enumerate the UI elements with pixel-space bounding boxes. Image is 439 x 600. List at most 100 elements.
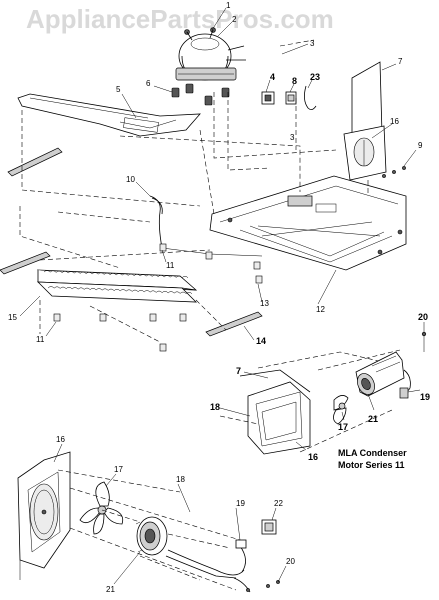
- coil-fin: [179, 291, 187, 294]
- coil-fin: [173, 291, 181, 294]
- callout-18b: 18: [176, 475, 185, 484]
- coil-fin: [47, 286, 55, 289]
- coil-fin: [59, 286, 67, 289]
- fan-shroud-mid[interactable]: [239, 369, 311, 455]
- bottom-leader-lines: [57, 469, 241, 591]
- coil-fin: [163, 275, 171, 278]
- motor-wire-bottom[interactable]: [165, 539, 247, 579]
- compressor-grommets[interactable]: [171, 83, 230, 106]
- callout-17b: 17: [114, 465, 123, 474]
- coil-fin: [143, 290, 151, 293]
- callout-22: 22: [274, 499, 283, 508]
- coil-fin: [65, 287, 73, 289]
- callout-2: 2: [232, 15, 237, 24]
- condenser-motor-bottom[interactable]: [135, 516, 168, 556]
- fan-shroud-bottom[interactable]: [17, 451, 71, 580]
- condenser-motor-mid[interactable]: [354, 351, 405, 397]
- mounting-clips[interactable]: [159, 243, 263, 284]
- screws-20-bottom[interactable]: [246, 580, 280, 592]
- condenser-fan-bracket-top[interactable]: [343, 61, 387, 181]
- coil-fin: [155, 290, 163, 293]
- callout-3a: 3: [310, 39, 315, 48]
- callout-11b: 11: [36, 335, 45, 344]
- coil-fin: [149, 290, 157, 293]
- overload-protector[interactable]: [285, 91, 297, 105]
- coil-fin: [71, 287, 79, 290]
- start-relay[interactable]: [261, 91, 275, 105]
- callout-10: 10: [126, 175, 135, 184]
- coil-fin: [185, 292, 193, 294]
- callout-13: 13: [260, 299, 269, 308]
- coil-fin: [79, 271, 87, 274]
- coil-fin: [119, 289, 127, 292]
- coil-fin: [95, 288, 103, 291]
- callout-16a: 16: [390, 117, 399, 126]
- callout-18a: 18: [210, 402, 220, 412]
- insulation-strips[interactable]: [0, 147, 263, 337]
- fan-blade-bottom[interactable]: [79, 481, 124, 535]
- callout-20a: 20: [418, 312, 428, 322]
- coil-fin: [109, 273, 117, 275]
- coil-fin: [131, 289, 139, 292]
- callout-7a: 7: [398, 57, 403, 66]
- coil-fin: [181, 276, 189, 278]
- coil-fin: [83, 287, 91, 290]
- coil-fin: [101, 288, 109, 291]
- screws-9[interactable]: [382, 166, 406, 178]
- coil-fin: [121, 273, 129, 276]
- callout-15: 15: [8, 313, 17, 322]
- coil-fin: [157, 275, 165, 277]
- callout-16c: 16: [56, 435, 65, 444]
- coil-fin: [145, 274, 153, 277]
- callout-14: 14: [256, 336, 266, 346]
- coil-fin: [49, 270, 57, 273]
- callout-1: 1: [226, 1, 231, 10]
- caption-line-1: MLA Condenser: [338, 448, 407, 458]
- callout-7b: 7: [236, 366, 241, 376]
- machine-compartment-base[interactable]: [209, 175, 407, 271]
- clip-22[interactable]: [261, 519, 277, 535]
- callout-23: 23: [310, 72, 320, 82]
- coil-fin: [91, 272, 99, 275]
- callout-21a: 21: [368, 414, 378, 424]
- coil-feet[interactable]: [53, 313, 187, 352]
- assembly-leader-lines: [19, 39, 369, 343]
- callout-12: 12: [316, 305, 325, 314]
- callout-19b: 19: [236, 499, 245, 508]
- coil-fin: [167, 291, 175, 294]
- coil-fin: [73, 271, 81, 274]
- coil-fin: [43, 270, 51, 273]
- screw-20-mid[interactable]: [421, 331, 427, 352]
- coil-fin: [85, 272, 93, 274]
- watermark-text: AppliancePartsPros.com: [26, 4, 334, 34]
- coil-fin: [61, 271, 69, 273]
- coil-fin: [77, 287, 85, 290]
- coil-fin: [133, 274, 141, 276]
- coil-fin: [175, 275, 183, 278]
- coil-fin: [55, 270, 63, 273]
- compressor[interactable]: [175, 27, 246, 81]
- coil-fin: [97, 272, 105, 275]
- motor-wire-mid[interactable]: [399, 369, 411, 399]
- coil-fin: [103, 272, 111, 275]
- callout-3b: 3: [290, 133, 295, 142]
- callout-4: 4: [270, 72, 275, 82]
- callout-9: 9: [418, 141, 423, 150]
- callout-20b: 20: [286, 557, 295, 566]
- drain-pan[interactable]: [17, 93, 201, 137]
- coil-fin: [125, 289, 133, 292]
- relay-cover-wire[interactable]: [304, 85, 317, 110]
- coil-fin: [151, 274, 159, 277]
- condenser-coil-fins: [43, 270, 193, 294]
- callout-21b: 21: [106, 585, 115, 594]
- coil-fin: [89, 288, 97, 290]
- coil-fin: [139, 274, 147, 277]
- fan-blade-mid[interactable]: [333, 395, 349, 425]
- condenser-coil[interactable]: [36, 269, 198, 303]
- coil-fin: [113, 289, 121, 291]
- coil-fin: [169, 275, 177, 278]
- callout-19a: 19: [420, 392, 430, 402]
- coil-fin: [161, 291, 169, 293]
- caption-line-2: Motor Series 11: [338, 460, 405, 470]
